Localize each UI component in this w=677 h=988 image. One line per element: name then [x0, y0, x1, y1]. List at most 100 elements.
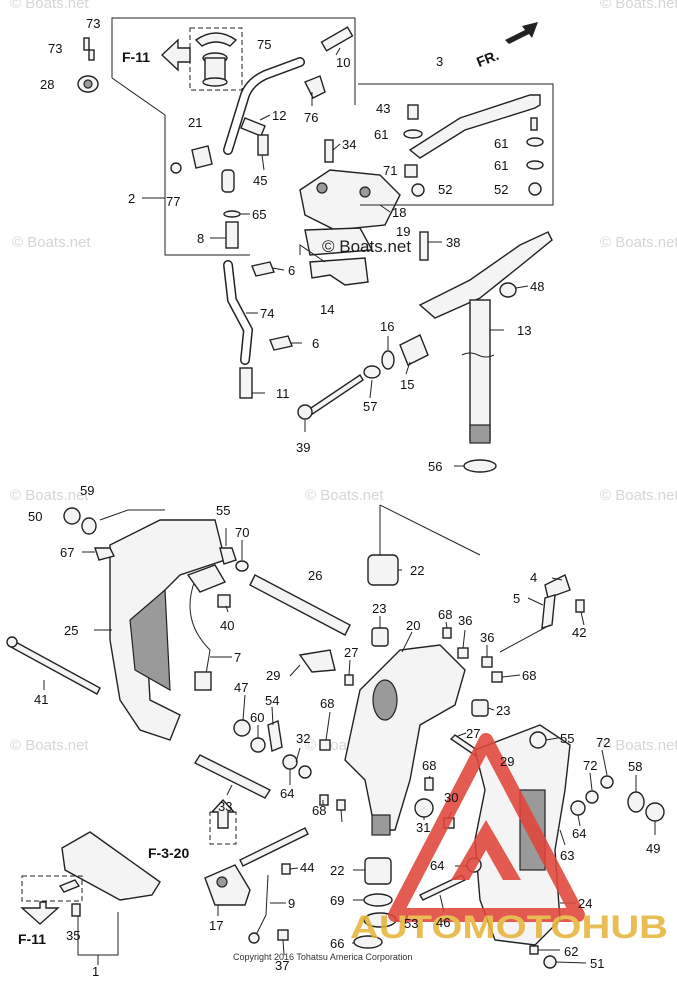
callout: 51 — [590, 956, 604, 971]
plate-part — [541, 594, 556, 629]
callout: 75 — [257, 37, 271, 52]
callout: 61 — [374, 127, 388, 142]
callout: 77 — [166, 194, 180, 209]
spacer-part — [267, 720, 283, 752]
bolt-head — [6, 636, 18, 648]
screw-part — [277, 929, 289, 941]
pin-part — [344, 674, 354, 686]
bolt-part — [336, 799, 346, 811]
stopper-part — [298, 649, 336, 673]
callout: 68 — [438, 607, 452, 622]
washer-part — [250, 737, 266, 753]
screw-part — [170, 162, 182, 174]
callout: 64 — [430, 858, 444, 873]
callout: 55 — [216, 503, 230, 518]
front-arrow-icon — [505, 22, 538, 44]
callout: 6 — [288, 263, 295, 278]
tilt-tube-part — [249, 574, 351, 636]
callout: 26 — [308, 568, 322, 583]
callout: 72 — [583, 758, 597, 773]
washer-part — [282, 754, 298, 770]
fitting-part — [239, 367, 253, 399]
washer-part — [526, 160, 544, 170]
arrow-left-icon — [160, 38, 191, 72]
bolt-part — [424, 777, 434, 791]
bolt-part — [530, 117, 538, 131]
callout: 30 — [444, 790, 458, 805]
bolt-part — [71, 903, 81, 917]
callout: 21 — [188, 115, 202, 130]
nut-part — [585, 790, 599, 804]
shaft-part — [469, 299, 491, 441]
watermark: © Boats.net — [12, 234, 91, 251]
callout: 46 — [436, 915, 450, 930]
circlip-part — [353, 935, 383, 949]
nut-part — [600, 775, 614, 789]
callout: 49 — [646, 841, 660, 856]
bushing-part — [529, 731, 547, 749]
callout: 71 — [383, 163, 397, 178]
callout: 64 — [280, 786, 294, 801]
callout: 64 — [572, 826, 586, 841]
break-line — [461, 352, 495, 358]
clamp-bracket-inner — [129, 588, 171, 692]
callout: 2 — [128, 191, 135, 206]
nut-part — [543, 955, 557, 969]
callout: 10 — [336, 55, 350, 70]
logo-text: AUTOMOTOHUB — [350, 909, 668, 945]
callout: 62 — [564, 944, 578, 959]
nut-hole — [83, 79, 93, 89]
bolt-part — [319, 794, 329, 806]
rod-part — [193, 754, 272, 799]
callout: 43 — [376, 101, 390, 116]
callout: 57 — [363, 399, 377, 414]
callout: 65 — [252, 207, 266, 222]
nut-part — [233, 719, 251, 737]
steering-arm-part — [418, 231, 553, 319]
copyright-text: Copyright 2016 Tohatsu America Corporati… — [233, 952, 412, 962]
leader-line — [379, 504, 481, 556]
callout: 29 — [500, 754, 514, 769]
washer-part — [463, 459, 497, 473]
bushing-part — [404, 164, 418, 178]
callout: 55 — [560, 731, 574, 746]
automotohub-logo: AUTOMOTOHUB — [350, 733, 668, 945]
bolt-part — [281, 863, 291, 875]
bolt-part — [8, 639, 101, 695]
clamp-part — [240, 117, 266, 137]
bushing-part — [364, 857, 392, 885]
callout: 22 — [330, 863, 344, 878]
ref-label-f11: F-11 — [122, 49, 150, 65]
watermark: © Boats.net — [600, 487, 677, 504]
watermark: © Boats.net — [305, 487, 384, 504]
nut-part — [63, 507, 81, 525]
callout: 32 — [296, 731, 310, 746]
callout: 60 — [250, 710, 264, 725]
callout: 36 — [458, 613, 472, 628]
leader-line — [499, 624, 551, 653]
callout: 73 — [86, 16, 100, 31]
callout: 47 — [234, 680, 248, 695]
callout: 42 — [572, 625, 586, 640]
ref-box-dashed — [21, 875, 83, 902]
callout: 28 — [40, 77, 54, 92]
washer-part — [235, 560, 249, 572]
callout: 8 — [197, 231, 204, 246]
washer-part — [298, 765, 312, 779]
callout: 18 — [392, 205, 406, 220]
callout: 14 — [320, 302, 334, 317]
watermark: © Boats.net — [10, 0, 89, 12]
nut-part — [645, 802, 665, 822]
clip-part — [194, 32, 238, 47]
swivel-stem — [371, 814, 391, 836]
callout: 40 — [220, 618, 234, 633]
callout: 23 — [372, 601, 386, 616]
callout: 22 — [410, 563, 424, 578]
fitting-part — [257, 134, 269, 156]
gasket-part — [304, 227, 374, 256]
leader-line — [99, 509, 165, 521]
arrow-down-icon — [20, 901, 60, 925]
arrow-up-icon — [210, 798, 236, 829]
bolt-part — [442, 627, 452, 639]
